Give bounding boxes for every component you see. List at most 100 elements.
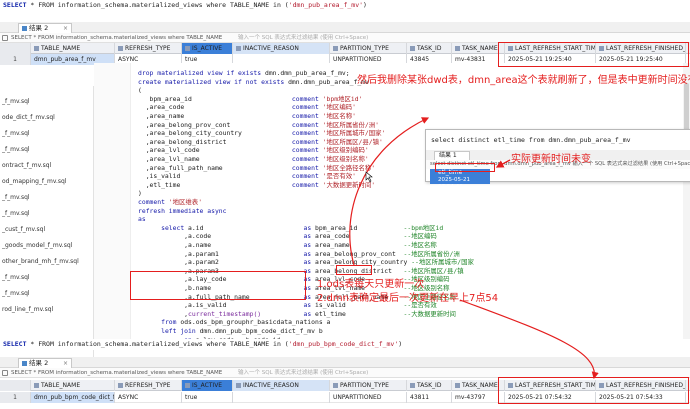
row-number[interactable]: 1 (0, 392, 31, 403)
column-header-task-name[interactable]: TASK_NAME (452, 43, 505, 54)
code-token: as (303, 301, 315, 310)
column-header-last-refresh-finished-time[interactable]: LAST_REFRESH_FINISHED_TIME (596, 43, 686, 54)
code-token: as (303, 249, 315, 258)
column-header-task-id[interactable]: TASK_ID (407, 380, 452, 391)
cell-task-name[interactable]: mv-43797 (452, 392, 505, 403)
column-header-refresh-type[interactable]: REFRESH_TYPE (115, 43, 182, 54)
code-token: is_valid (315, 301, 404, 310)
file-tree-item[interactable]: _f_mv.sql (2, 210, 30, 217)
sql-close: ) (363, 1, 367, 9)
code-line: ,a.name as area_name --地区名称 (138, 241, 437, 250)
file-tree-item[interactable]: _f_mv.sql (2, 274, 30, 281)
column-header-is-active[interactable]: IS_ACTIVE (182, 380, 233, 391)
file-tree-item[interactable]: od_mapping_f_mv.sql (2, 178, 67, 185)
code-line: as (138, 215, 146, 224)
column-header-partition-type[interactable]: PARTITION_TYPE (330, 43, 407, 54)
code-token: area_name (315, 241, 404, 249)
cell-last-refresh-finished-time[interactable]: 2025-05-21 19:25:40 (596, 54, 686, 65)
popup-cell-value[interactable]: 2025-05-21 07:54:48 (430, 177, 490, 190)
cell-partition-type[interactable]: UNPARTITIONED (330, 54, 407, 65)
column-header-task-name[interactable]: TASK_NAME (452, 380, 505, 391)
top-filter-bar[interactable]: SELECT * FROM information_schema.materia… (0, 33, 690, 43)
from-join-highlight (130, 271, 306, 300)
column-header-inactive-reason[interactable]: INACTIVE_REASON (233, 43, 330, 54)
scrollbar-thumb[interactable] (684, 83, 689, 143)
popup-column-header[interactable]: etl_time (430, 169, 490, 177)
top-query-line[interactable]: SELECT * FROM information_schema.materia… (0, 0, 690, 11)
code-token: bpm_area_id (315, 223, 404, 232)
filter-input[interactable]: 输入一个 SQL 表达式来过滤结果 (使用 Ctrl+Space) (238, 35, 369, 41)
close-icon[interactable]: × (62, 360, 68, 367)
cell-task-id[interactable]: 43845 (407, 54, 452, 65)
code-token: comment (291, 120, 323, 129)
column-header-last-refresh-finished-time[interactable]: LAST_REFRESH_FINISHED_TIME (596, 380, 686, 391)
bottom-time-highlight (498, 377, 689, 404)
file-tree-item[interactable]: _f_mv.sql (2, 194, 30, 201)
filter-icon[interactable] (2, 370, 8, 376)
code-token: as (303, 284, 315, 292)
cell-is-active[interactable]: true (182, 392, 233, 403)
column-header-table-name[interactable]: TABLE_NAME (31, 380, 115, 391)
file-tree-item[interactable]: _f_mv.sql (2, 130, 30, 137)
filter-input[interactable]: 输入一个 SQL 表达式来过滤结果 (使用 Ctrl+Space) (238, 370, 369, 376)
file-tree-item[interactable]: _cust_f_mv.sql (2, 226, 46, 233)
file-tree-item[interactable]: rod_line_f_mv.sql (2, 306, 54, 313)
code-token: from (161, 318, 181, 327)
cell-is-active[interactable]: true (182, 54, 233, 65)
column-header-is-active[interactable]: IS_ACTIVE (182, 43, 233, 54)
cell-inactive-reason[interactable] (233, 54, 330, 65)
file-tree-item[interactable]: _f_mv.sql (2, 146, 30, 153)
cell-partition-type[interactable]: UNPARTITIONED (330, 392, 407, 403)
code-token: area_code (315, 232, 404, 241)
file-tree-item[interactable]: _goods_model_f_mv.sql (2, 242, 73, 249)
code-token: bpm_area_id (138, 94, 292, 103)
code-token: ,a.full_path_name (138, 292, 304, 301)
column-header-partition-type[interactable]: PARTITION_TYPE (330, 380, 407, 391)
cell-last-refresh-finished-time[interactable]: 2025-05-21 07:54:33 (596, 392, 686, 403)
column-type-icon (236, 46, 241, 51)
code-line: ,a.is_valid as is_valid --是否有效 (138, 301, 437, 310)
tab-result-2[interactable]: 结果 2 × (18, 23, 72, 33)
tab-result-2[interactable]: 结果 2 × (18, 358, 72, 368)
cell-refresh-type[interactable]: ASYNC (115, 54, 182, 65)
column-type-icon (599, 383, 604, 388)
code-line: ,current_timestamp() as etl_time --大数据更新… (138, 310, 456, 319)
top-result-tabbar: 结果 2 × (0, 22, 690, 33)
filter-icon[interactable] (2, 35, 8, 41)
file-tree-item[interactable]: ontract_f_mv.sql (2, 162, 52, 169)
cell-last-refresh-start-time[interactable]: 2025-05-21 19:25:40 (505, 54, 596, 65)
column-header-last-refresh-start-time[interactable]: LAST_REFRESH_START_TIME (505, 43, 596, 54)
column-header-table-name[interactable]: TABLE_NAME (31, 43, 115, 54)
editor-scrollbar[interactable] (683, 63, 690, 339)
code-token: '大数据更新时间' (322, 180, 376, 189)
cell-refresh-type[interactable]: ASYNC (115, 392, 182, 403)
code-token: a.id (188, 223, 304, 232)
file-tree-item[interactable]: other_brand_mh_f_mv.sql (2, 258, 79, 265)
code-token: '地区编码' (322, 103, 356, 112)
cell-table-name[interactable]: dmn_pub_area_f_mv (31, 54, 115, 65)
sql-literal: 'dmn_pub_area_f_mv' (288, 1, 364, 9)
column-header-task-id[interactable]: TASK_ID (407, 43, 452, 54)
cell-table-name[interactable]: dmn_pub_bpm_code_dict_f_mv (31, 392, 115, 403)
close-icon[interactable]: × (62, 25, 68, 32)
code-token: drop materialized view if exists (138, 69, 265, 77)
column-header-refresh-type[interactable]: REFRESH_TYPE (115, 380, 182, 391)
cell-task-id[interactable]: 43811 (407, 392, 452, 403)
tab-result-1[interactable]: 结果 1 (434, 151, 470, 160)
column-header-inactive-reason[interactable]: INACTIVE_REASON (233, 380, 330, 391)
bottom-filter-bar[interactable]: SELECT * FROM information_schema.materia… (0, 368, 690, 378)
column-header-last-refresh-start-time[interactable]: LAST_REFRESH_START_TIME (505, 380, 596, 391)
cell-inactive-reason[interactable] (233, 392, 330, 403)
cell-last-refresh-start-time[interactable]: 2025-05-21 07:54:32 (505, 392, 596, 403)
row-number[interactable]: 1 (0, 54, 31, 65)
file-tree-item[interactable]: _f_mv.sql (2, 290, 30, 297)
popup-filter-bar[interactable]: select distinct etl_time from dmn.dmn_pu… (426, 160, 690, 169)
cell-task-name[interactable]: mv-43831 (452, 54, 505, 65)
file-tree-item[interactable]: _f_mv.sql (2, 98, 30, 105)
code-token: '地区级别名称' (322, 155, 369, 163)
code-line: ,a.code as area_code --地区编码 (138, 232, 437, 241)
file-tree-item[interactable]: ode_dict_f_mv.sql (2, 114, 55, 121)
bottom-query-line[interactable]: SELECT * FROM information_schema.materia… (0, 339, 690, 350)
column-header-label: LAST_REFRESH_START_TIME (515, 45, 596, 52)
